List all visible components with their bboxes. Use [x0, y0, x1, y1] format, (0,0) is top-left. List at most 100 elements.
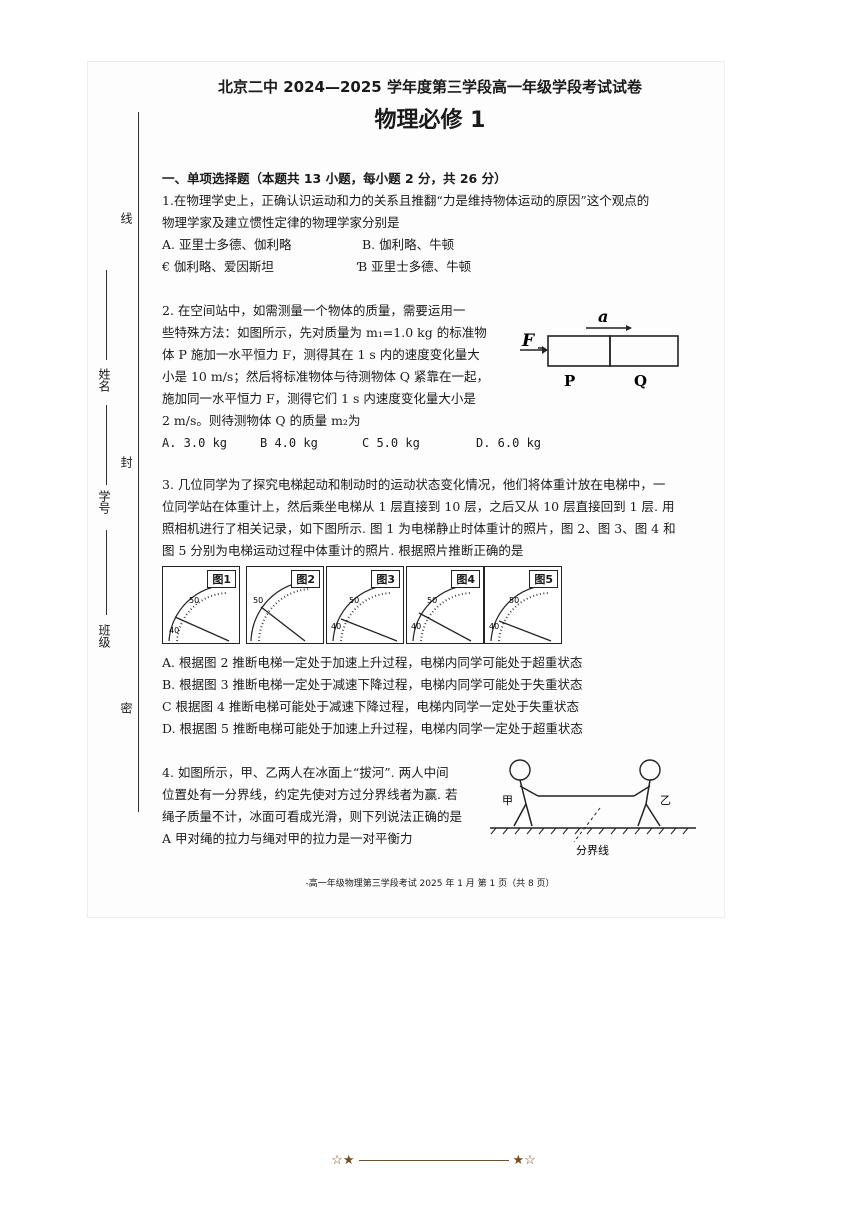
class-field-label: 班级 — [97, 624, 111, 648]
page-footer: -高一年级物理第三学段考试 2025 年 1 月 第 1 页（共 8 页） — [305, 879, 555, 889]
bottom-decoration: ☆★ ★☆ — [0, 1153, 867, 1168]
q1-line-1: 1.在物理学史上，正确认识运动和力的关系且推翻“力是维持物体运动的原因”这个观点… — [162, 193, 650, 208]
ice-hatching — [490, 827, 689, 835]
seal-char-feng: 封 — [119, 456, 133, 468]
q2-line-4: 小是 10 m/s；然后将标准物体与待测物体 Q 紧靠在一起， — [162, 369, 490, 384]
scale-photo-2: 50 图2 — [246, 566, 324, 644]
q3-option-a: A. 根据图 2 推断电梯一定处于加速上升过程，电梯内同学可能处于超重状态 — [162, 655, 583, 670]
person-yi-arm — [633, 785, 651, 797]
q1-option-a: A. 亚里士多德、伽利略 — [162, 237, 292, 252]
tick-label: 40 — [489, 622, 499, 631]
q2-option-a: A. 3.0 kg — [162, 436, 228, 450]
block-p-label: P — [564, 372, 575, 390]
tick-label: 50 — [509, 596, 519, 605]
accel-label: a — [598, 307, 608, 326]
q3-option-c: C 根据图 4 推断电梯可能处于减速下降过程，电梯内同学一定处于失重状态 — [162, 699, 579, 714]
q4-option-a: A 甲对绳的拉力与绳对甲的拉力是一对平衡力 — [162, 831, 413, 846]
subject-title: 物理必修 1 — [374, 108, 486, 133]
scale-photo-label: 图4 — [451, 570, 480, 588]
scale-photo-5: 40 50 图5 — [484, 566, 562, 644]
scale-photo-label: 图5 — [529, 570, 558, 588]
id-field-label: 学号 — [97, 490, 111, 514]
q1-option-c: € 伽利略、爱因斯坦 — [162, 259, 274, 274]
q4-figure: 甲 乙 分界线 — [490, 759, 696, 857]
seal-char-mi: 密 — [119, 702, 133, 714]
decorative-rule — [358, 1160, 509, 1161]
scale-photo-label: 图2 — [291, 570, 320, 588]
q4-line-3: 绳子质量不计，冰面可看成光滑，则下列说法正确的是 — [162, 809, 463, 824]
person-yi-leg — [637, 803, 647, 827]
force-arrow-head — [542, 346, 548, 354]
person-jia-head — [509, 759, 531, 781]
dial-ticks — [258, 588, 310, 642]
q2-figure: F a P Q — [520, 307, 679, 390]
person-yi-leg — [645, 803, 661, 827]
name-field-line — [106, 270, 107, 360]
person-yi-body — [645, 779, 651, 805]
person-jia-body — [519, 779, 527, 805]
id-field-line — [106, 405, 107, 485]
dial-ticks — [420, 592, 472, 642]
class-field-line — [106, 530, 107, 615]
q3-line-4: 图 5 分别为电梯运动过程中体重计的照片. 根据照片推断正确的是 — [162, 543, 524, 558]
q2-option-d: D. 6.0 kg — [476, 436, 542, 450]
exam-title: 北京二中 2024—2025 学年度第三学段高一年级学段考试试卷 — [218, 78, 642, 96]
person-jia-leg — [513, 803, 527, 827]
dial-pointer — [260, 606, 306, 642]
q3-line-2: 位同学站在体重计上，然后乘坐电梯从 1 层直接到 10 层，之后又从 10 层直… — [162, 499, 675, 514]
person-jia-label: 甲 — [502, 794, 513, 807]
seal-char-xian: 线 — [119, 212, 133, 224]
exam-page — [88, 62, 724, 917]
dial-pointer — [498, 620, 552, 642]
block-p — [547, 335, 611, 367]
q3-line-3: 照相机进行了相关记录，如下图所示. 图 1 为电梯静止时体重计的照片，图 2、图… — [162, 521, 676, 536]
name-field-label: 姓名 — [97, 368, 111, 392]
scale-photo-1: 40 50 图1 — [162, 566, 240, 644]
tick-label: 40 — [411, 622, 421, 631]
q1-option-b: B. 伽利略、牛顿 — [362, 237, 455, 252]
dial-ticks — [176, 592, 228, 642]
q3-option-b: B. 根据图 3 推断电梯一定处于减速下降过程，电梯内同学可能处于失重状态 — [162, 677, 583, 692]
q2-option-b: B 4.0 kg — [260, 436, 318, 450]
tick-label: 50 — [189, 596, 199, 605]
q2-line-6: 2 m/s。则待测物体 Q 的质量 m₂为 — [162, 413, 361, 428]
q2-line-3: 体 P 施加一水平恒力 F，测得其在 1 s 内的速度变化量大 — [162, 347, 480, 362]
q3-option-d: D. 根据图 5 推断电梯可能处于加速上升过程，电梯内同学一定处于超重状态 — [162, 721, 583, 736]
scale-photo-label: 图1 — [207, 570, 236, 588]
tick-label: 40 — [331, 622, 341, 631]
person-yi-head — [639, 759, 661, 781]
q2-option-c: C 5.0 kg — [362, 436, 420, 450]
tick-label: 50 — [427, 596, 437, 605]
section-heading: 一、单项选择题（本题共 13 小题，每小题 2 分，共 26 分） — [162, 171, 507, 186]
person-jia-arm — [519, 785, 539, 797]
block-q — [609, 335, 679, 367]
q1-line-2: 物理学家及建立惯性定律的物理学家分别是 — [162, 215, 400, 230]
divider-label: 分界线 — [576, 843, 609, 857]
dial-pointer — [340, 618, 398, 642]
star-icon-left: ☆★ — [331, 1153, 355, 1168]
dial-ticks — [498, 592, 550, 642]
person-jia-leg — [525, 803, 533, 827]
dial-ticks — [340, 592, 392, 642]
q4-line-2: 位置处有一分界线，约定先使对方过分界线者为赢. 若 — [162, 787, 458, 802]
star-icon-right: ★☆ — [512, 1153, 536, 1168]
q2-line-2: 些特殊方法：如图所示，先对质量为 m₁=1.0 kg 的标准物 — [162, 325, 487, 340]
tick-label: 50 — [253, 596, 263, 605]
dial-pointer — [418, 612, 472, 642]
q4-line-1: 4. 如图所示，甲、乙两人在冰面上“拔河”. 两人中间 — [162, 765, 449, 780]
q1-option-d: Ɓ 亚里士多德、牛顿 — [358, 259, 472, 274]
scale-photo-3: 40 50 图3 — [326, 566, 404, 644]
tick-label: 40 — [169, 626, 179, 635]
scale-photo-4: 40 50 图4 — [406, 566, 484, 644]
divider-line — [573, 807, 601, 843]
accel-arrow-head — [626, 325, 632, 331]
q3-line-1: 3. 几位同学为了探究电梯起动和制动时的运动状态变化情况，他们将体重计放在电梯中… — [162, 477, 666, 492]
q2-line-5: 施加同一水平恒力 F，测得它们 1 s 内速度变化量大小是 — [162, 391, 476, 406]
q2-line-1: 2. 在空间站中，如需测量一个物体的质量，需要运用一 — [162, 303, 466, 318]
person-yi-label: 乙 — [660, 794, 671, 807]
force-label: F — [521, 331, 536, 351]
binding-line — [138, 112, 139, 812]
block-q-label: Q — [634, 372, 647, 390]
dial-pointer — [174, 616, 230, 642]
tick-label: 50 — [349, 596, 359, 605]
